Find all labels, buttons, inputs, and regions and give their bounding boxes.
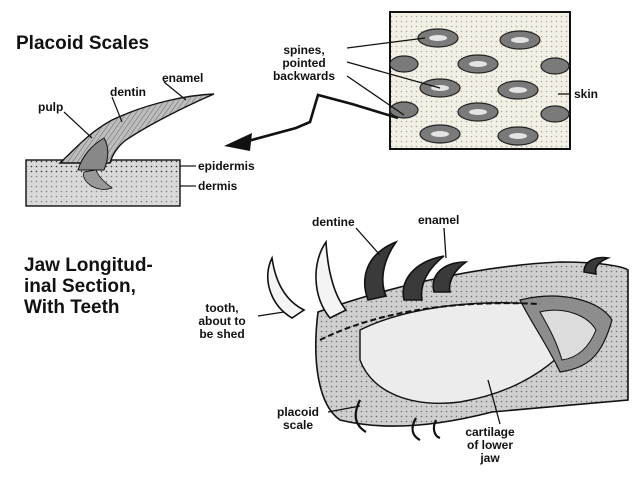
label-enamel-jaw: enamel: [418, 214, 459, 227]
label-dentin: dentin: [110, 86, 146, 99]
label-skin: skin: [574, 88, 598, 101]
skin-swatch: [390, 12, 570, 149]
label-cartilage-3: jaw: [454, 452, 526, 465]
label-dentine: dentine: [312, 216, 355, 229]
label-spines-3: backwards: [262, 70, 346, 83]
label-tooth-3: be shed: [188, 328, 256, 341]
jaw-title-line-1: Jaw Longitud-: [24, 255, 153, 276]
label-enamel-scale: enamel: [162, 72, 203, 85]
jaw-title-line-2: inal Section,: [24, 276, 136, 297]
label-dermis: dermis: [198, 180, 237, 193]
label-placoid-2: scale: [270, 419, 326, 432]
jaw-section: [316, 262, 628, 426]
magnify-arrow: [224, 95, 398, 151]
label-pulp: pulp: [38, 101, 63, 114]
jaw-title-line-3: With Teeth: [24, 297, 120, 318]
label-epidermis: epidermis: [198, 160, 255, 173]
placoid-scales-title: Placoid Scales: [16, 33, 149, 54]
